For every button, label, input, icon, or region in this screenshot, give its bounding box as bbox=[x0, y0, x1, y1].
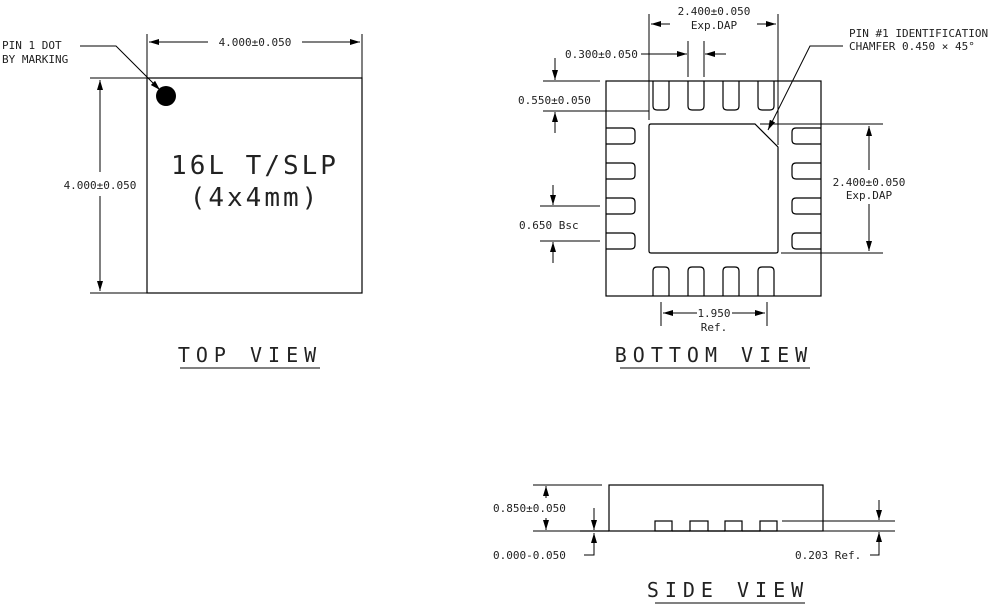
pad-bottom bbox=[687, 266, 705, 296]
lead-length-dim: 0.550±0.050 bbox=[518, 94, 591, 107]
pad-top bbox=[757, 81, 775, 111]
marking-line1: 16L T/SLP bbox=[171, 151, 339, 181]
pad-bottom bbox=[757, 266, 775, 296]
pad-right bbox=[791, 162, 821, 180]
pin1-note-line2: BY MARKING bbox=[2, 53, 68, 66]
pad-right bbox=[791, 197, 821, 215]
pad-top bbox=[722, 81, 740, 111]
exposed-dap bbox=[648, 123, 779, 254]
side-view: 0.850±0.050 0.000-0.050 0.203 Ref. SIDE … bbox=[493, 484, 895, 604]
top-view-title: TOP VIEW bbox=[178, 343, 322, 367]
package-outline-bottom bbox=[605, 80, 822, 297]
lead-thickness-dim: 0.203 Ref. bbox=[795, 549, 861, 562]
pad-left bbox=[606, 162, 636, 180]
side-height-dim: 0.850±0.050 bbox=[493, 502, 566, 515]
pad-left bbox=[606, 232, 636, 250]
span-dim: 1.950 bbox=[697, 307, 730, 320]
lead-width-dim: 0.300±0.050 bbox=[565, 48, 638, 61]
dap-height-dim: 2.400±0.050 bbox=[833, 176, 906, 189]
pitch-dim: 0.650 Bsc bbox=[519, 219, 579, 232]
pad-right bbox=[791, 127, 821, 145]
side-lead bbox=[759, 520, 778, 532]
span-sub: Ref. bbox=[701, 321, 728, 334]
pads bbox=[606, 81, 821, 296]
pad-right bbox=[791, 232, 821, 250]
chamfer-note-line2: CHAMFER 0.450 × 45° bbox=[849, 40, 975, 53]
pad-bottom bbox=[722, 266, 740, 296]
dap-width-sub: Exp.DAP bbox=[691, 19, 738, 32]
top-width-dim: 4.000±0.050 bbox=[219, 36, 292, 49]
bottom-view: 2.400±0.050 Exp.DAP 0.300±0.050 0.550±0.… bbox=[518, 5, 988, 369]
bottom-view-title: BOTTOM VIEW bbox=[615, 343, 813, 367]
top-height-dim: 4.000±0.050 bbox=[64, 179, 137, 192]
pin1-dot bbox=[156, 86, 176, 106]
standoff-dim: 0.000-0.050 bbox=[493, 549, 566, 562]
top-view: 16L T/SLP (4x4mm) 4.000±0.050 4.000±0.05… bbox=[2, 34, 363, 369]
pad-left bbox=[606, 197, 636, 215]
side-view-title: SIDE VIEW bbox=[647, 578, 809, 602]
side-lead bbox=[689, 520, 709, 532]
side-lead bbox=[724, 520, 743, 532]
chamfer-note-line1: PIN #1 IDENTIFICATION bbox=[849, 27, 988, 40]
pad-top bbox=[687, 81, 705, 111]
dap-height-sub: Exp.DAP bbox=[846, 189, 893, 202]
pad-bottom bbox=[652, 266, 670, 296]
dap-width-dim: 2.400±0.050 bbox=[678, 5, 751, 18]
package-body-side bbox=[608, 484, 824, 532]
pad-top bbox=[652, 81, 670, 111]
marking-line2: (4x4mm) bbox=[190, 183, 321, 213]
side-lead bbox=[654, 520, 673, 532]
pad-left bbox=[606, 127, 636, 145]
package-outline-top bbox=[146, 77, 363, 294]
pin1-note-line1: PIN 1 DOT bbox=[2, 39, 62, 52]
